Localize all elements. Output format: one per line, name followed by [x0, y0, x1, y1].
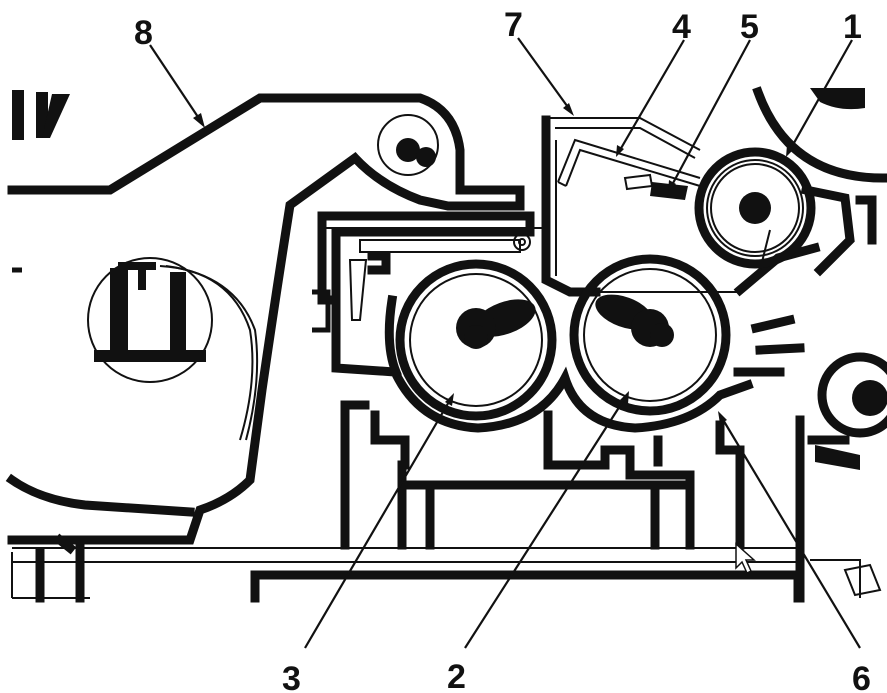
callout-5: 5 [740, 8, 759, 46]
developer-cover [541, 115, 771, 297]
callout-8: 8 [134, 14, 153, 52]
callout-2: 2 [447, 658, 466, 693]
agitator-roller-2 [569, 254, 731, 416]
detail-magnifier [87, 257, 213, 383]
agitator-roller-3 [395, 259, 557, 421]
magnet-roller-1 [694, 86, 887, 277]
doctor-blade-4 [557, 138, 701, 187]
mouse-pointer-icon [735, 542, 756, 575]
callout-6: 6 [852, 660, 871, 693]
right-side-parts [795, 352, 887, 603]
callout-7: 7 [504, 6, 523, 44]
callout-1: 1 [843, 8, 862, 46]
outer-housing [5, 90, 525, 545]
callout-4: 4 [672, 8, 691, 46]
leader-lines [149, 37, 861, 649]
callout-3: 3 [282, 660, 301, 693]
part-8-roller-pivot [377, 114, 439, 176]
